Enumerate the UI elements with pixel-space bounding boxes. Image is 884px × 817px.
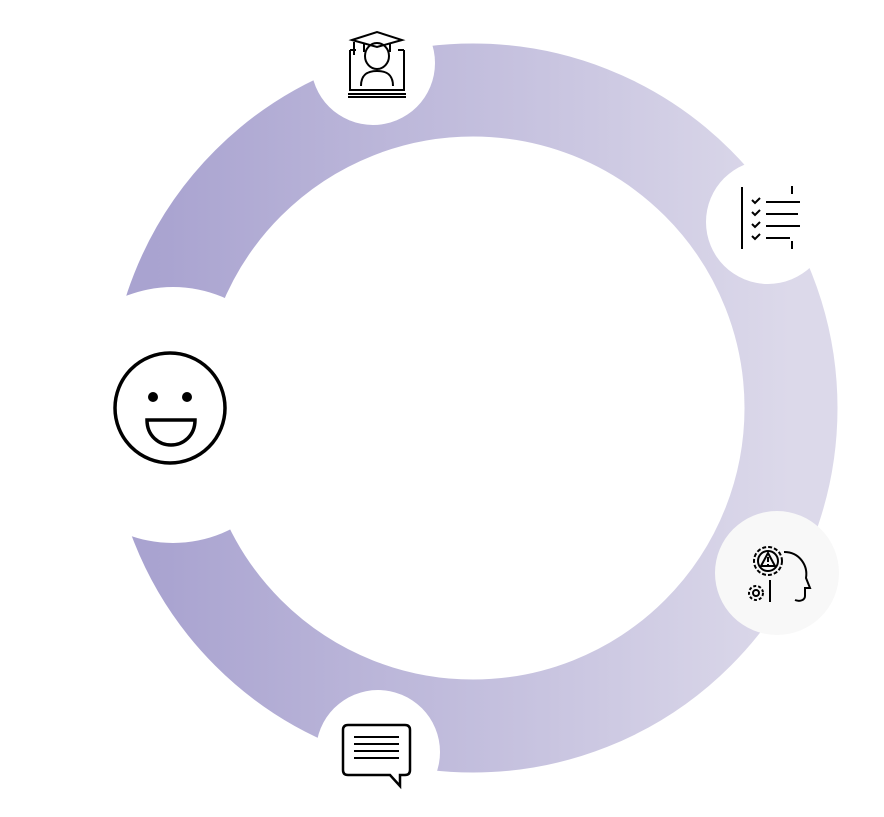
checklist-icon	[741, 186, 800, 249]
node-graduate	[311, 1, 435, 125]
node-checklist	[706, 160, 830, 284]
head-gear-warning-icon	[748, 546, 812, 602]
node-smiley	[45, 287, 301, 543]
node-chat	[316, 690, 440, 814]
online-graduate-icon	[348, 30, 406, 98]
node-head-gear	[715, 511, 839, 635]
chat-message-icon	[341, 723, 412, 790]
smiley-face-icon	[113, 351, 227, 465]
